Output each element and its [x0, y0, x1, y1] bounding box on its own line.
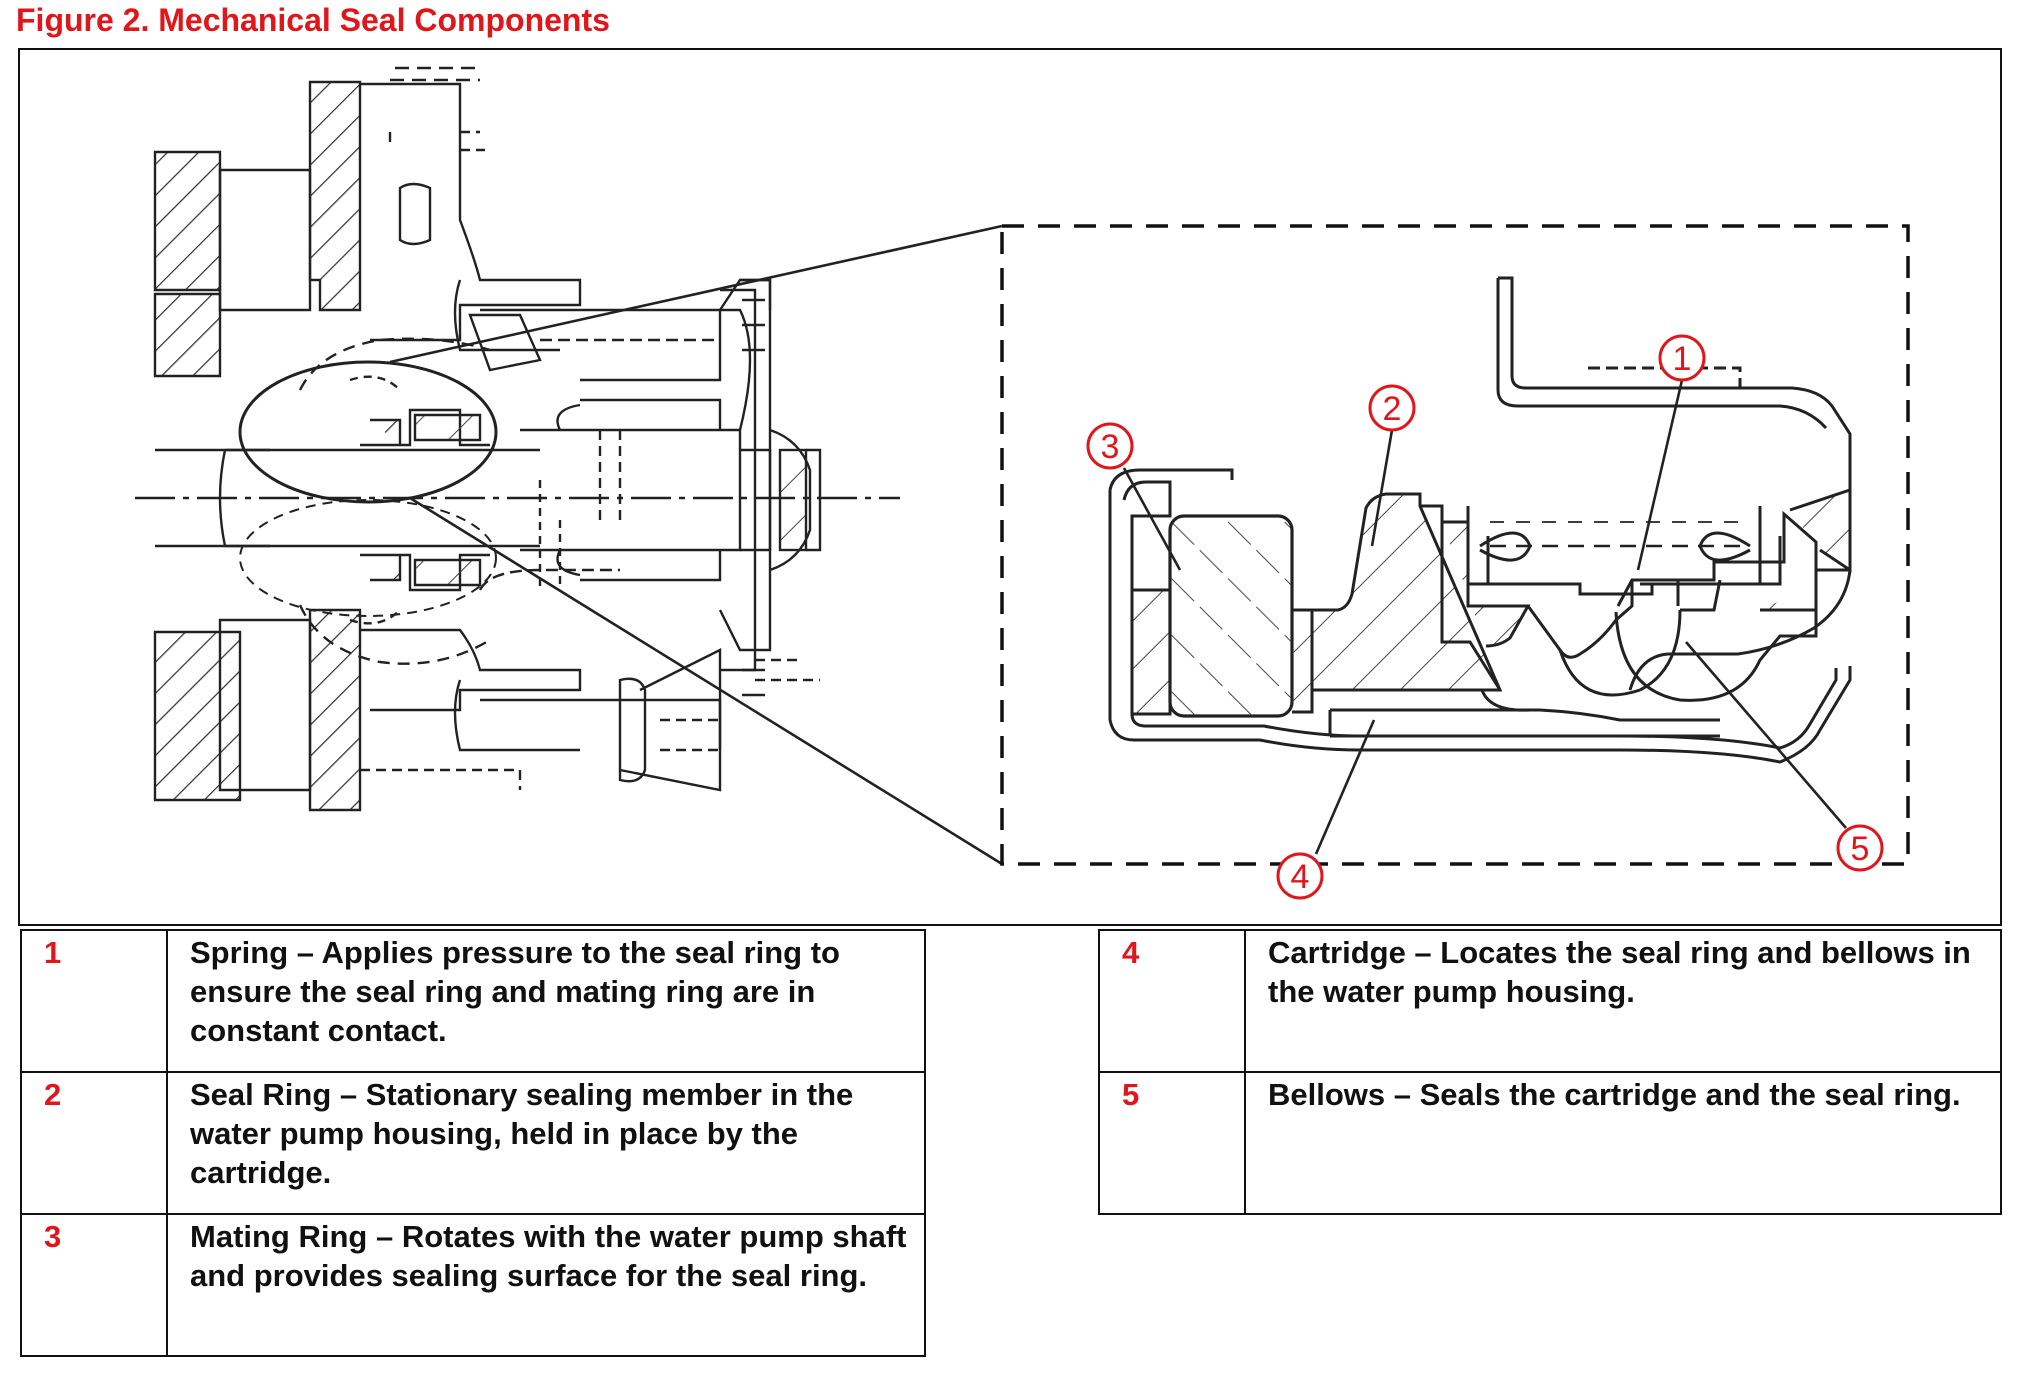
legend-row: 5 Bellows – Seals the cartridge and the … [1098, 1071, 2002, 1215]
seal-detail-view: 1 2 3 4 5 [1000, 224, 1910, 900]
legend-description: Mating Ring – Rotates with the water pum… [166, 1213, 926, 1357]
pump-cross-section [135, 66, 1003, 866]
legend-row: 1 Spring – Applies pressure to the seal … [20, 929, 926, 1073]
callout-5-label: 5 [1851, 830, 1870, 868]
callout-3: 3 [1086, 422, 1134, 470]
legend-row: 4 Cartridge – Locates the seal ring and … [1098, 929, 2002, 1073]
legend-description: Bellows – Seals the cartridge and the se… [1244, 1071, 2002, 1215]
legend-number: 1 [20, 929, 168, 1073]
callout-2-label: 2 [1383, 390, 1402, 428]
seal-diagram: 1 2 3 4 5 [18, 48, 2002, 926]
legend-description: Seal Ring – Stationary sealing member in… [166, 1071, 926, 1215]
callout-4-label: 4 [1291, 858, 1310, 896]
callout-4: 4 [1276, 852, 1324, 900]
callout-3-label: 3 [1101, 428, 1120, 466]
callout-1: 1 [1658, 334, 1706, 382]
legend-row: 2 Seal Ring – Stationary sealing member … [20, 1071, 926, 1215]
diagram-drawing: 1 2 3 4 5 [135, 66, 1910, 900]
callout-1-label: 1 [1673, 340, 1692, 378]
callout-5: 5 [1836, 824, 1884, 872]
legend-description: Spring – Applies pressure to the seal ri… [166, 929, 926, 1073]
legend-description: Cartridge – Locates the seal ring and be… [1244, 929, 2002, 1073]
legend-table-right: 4 Cartridge – Locates the seal ring and … [1098, 929, 2002, 1215]
legend-number: 3 [20, 1213, 168, 1357]
legend-number: 5 [1098, 1071, 1246, 1215]
legend-number: 2 [20, 1071, 168, 1215]
figure-title: Figure 2. Mechanical Seal Components [16, 2, 610, 38]
legend-table-left: 1 Spring – Applies pressure to the seal … [20, 929, 926, 1357]
legend-row: 3 Mating Ring – Rotates with the water p… [20, 1213, 926, 1357]
callout-2: 2 [1368, 384, 1416, 432]
legend-number: 4 [1098, 929, 1246, 1073]
